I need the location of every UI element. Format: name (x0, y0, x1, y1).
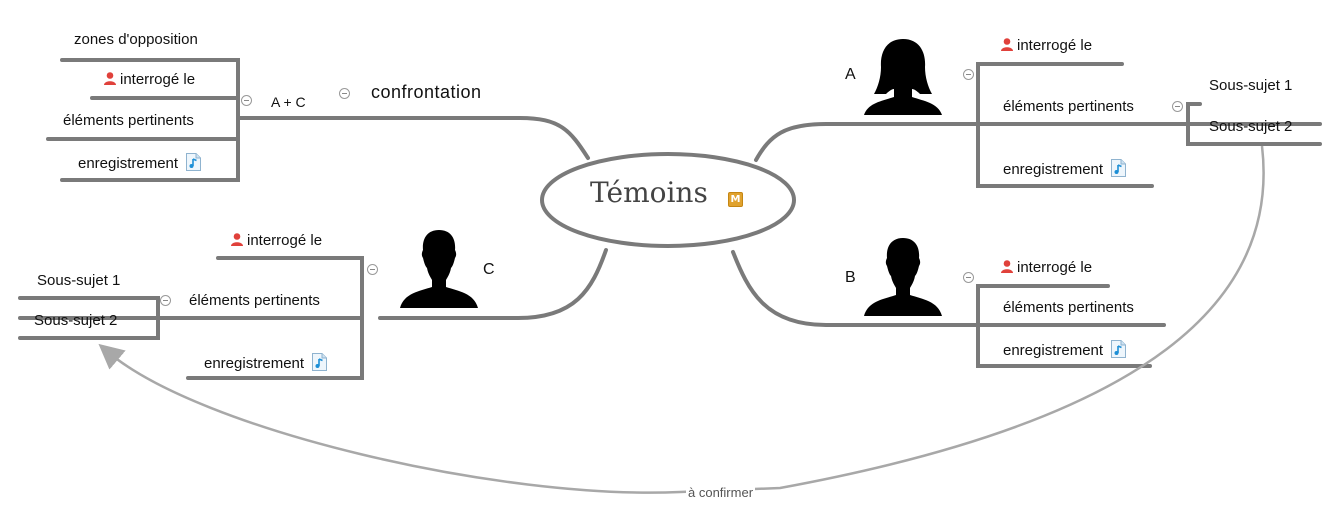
person-icon (1001, 260, 1013, 273)
topic-confrontation[interactable]: confrontation (371, 82, 482, 102)
topic-label: interrogé le (1017, 37, 1093, 54)
audio-file-icon (186, 153, 202, 171)
topic-zones-opposition[interactable]: zones d'opposition (74, 31, 198, 48)
topic-label: interrogé le (120, 71, 196, 88)
central-topic-title: Témoins (590, 176, 708, 209)
collapse-toggle-a-plus-c[interactable] (241, 95, 252, 106)
topic-label: enregistrement (1003, 161, 1104, 178)
topic-a-plus-c[interactable]: A + C (271, 94, 306, 110)
topic-elements-pertinents[interactable]: éléments pertinents (1003, 98, 1134, 115)
collapse-toggle-witness-a[interactable] (963, 69, 974, 80)
branch-c (378, 248, 608, 320)
topic-elements-pertinents[interactable]: éléments pertinents (189, 292, 320, 309)
audio-file-icon (312, 353, 328, 371)
relationship-label[interactable]: à confirmer (686, 484, 756, 502)
audio-file-icon (1111, 159, 1127, 177)
topic-interroge-le[interactable]: interrogé le (1001, 37, 1092, 55)
topic-enregistrement[interactable]: enregistrement (78, 153, 202, 173)
central-topic[interactable]: Témoins (590, 179, 708, 207)
person-icon (104, 72, 116, 85)
topic-witness-b[interactable]: B (845, 269, 856, 286)
male-silhouette-icon (400, 230, 478, 308)
central-topic-shape (540, 152, 796, 248)
marker-m-icon: M (728, 192, 743, 207)
topic-label: interrogé le (247, 232, 323, 249)
topic-witness-c[interactable]: C (483, 261, 495, 278)
topic-interroge-le[interactable]: interrogé le (231, 232, 322, 250)
branch-a (754, 122, 982, 162)
topic-interroge-le[interactable]: interrogé le (104, 71, 195, 89)
topic-sous-sujet-1[interactable]: Sous-sujet 1 (1209, 77, 1293, 94)
collapse-toggle-witness-c[interactable] (367, 264, 378, 275)
topic-label: enregistrement (204, 355, 305, 372)
topic-enregistrement[interactable]: enregistrement (1003, 159, 1127, 179)
branch-b (731, 250, 982, 327)
topic-enregistrement[interactable]: enregistrement (204, 353, 328, 373)
topic-elements-pertinents[interactable]: éléments pertinents (63, 112, 194, 129)
audio-file-icon (1111, 340, 1127, 358)
person-icon (231, 233, 243, 246)
topic-interroge-le[interactable]: interrogé le (1001, 259, 1092, 277)
collapse-toggle-elements-pertinents[interactable] (160, 295, 171, 306)
collapse-toggle-confrontation[interactable] (339, 88, 350, 99)
topic-sous-sujet-1[interactable]: Sous-sujet 1 (37, 272, 121, 289)
branch-confrontation (328, 116, 590, 160)
topic-label: enregistrement (1003, 342, 1104, 359)
topic-sous-sujet-2[interactable]: Sous-sujet 2 (1209, 118, 1293, 135)
female-silhouette-icon (864, 39, 942, 115)
topic-label: interrogé le (1017, 259, 1093, 276)
topic-label: enregistrement (78, 155, 179, 172)
collapse-toggle-witness-b[interactable] (963, 272, 974, 283)
male-silhouette-icon (864, 238, 942, 316)
topic-witness-a[interactable]: A (845, 66, 856, 83)
topic-enregistrement[interactable]: enregistrement (1003, 340, 1127, 360)
person-icon (1001, 38, 1013, 51)
relationship-line (98, 145, 1265, 494)
topic-elements-pertinents[interactable]: éléments pertinents (1003, 299, 1134, 316)
collapse-toggle-elements-pertinents[interactable] (1172, 101, 1183, 112)
topic-sous-sujet-2[interactable]: Sous-sujet 2 (34, 312, 118, 329)
